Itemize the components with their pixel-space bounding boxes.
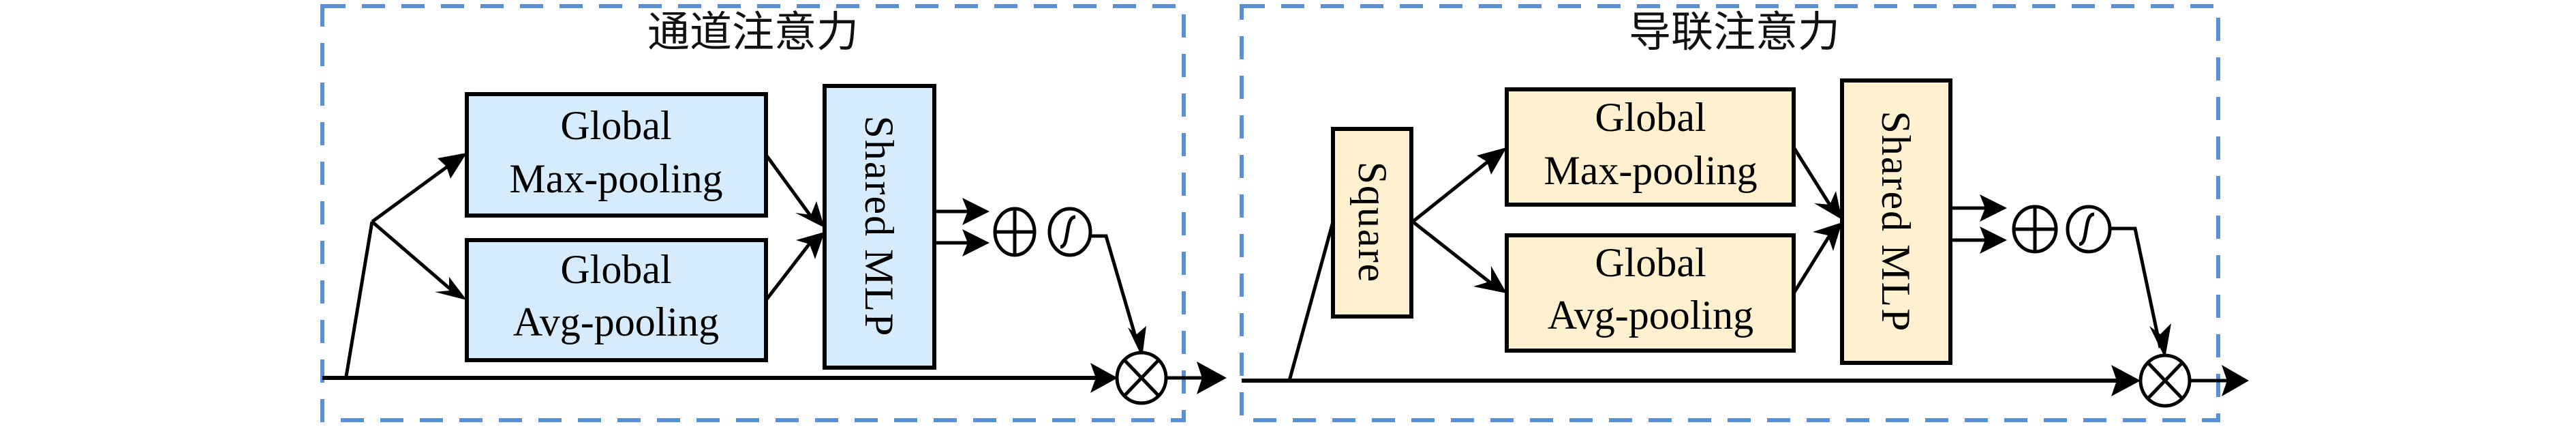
channel-avg-pool-line2: Avg-pooling	[513, 299, 719, 344]
channel-arrowhead-mlp-top	[795, 201, 825, 228]
channel-max-pool-block	[465, 92, 768, 218]
channel-avg-pool-line1: Global	[560, 247, 671, 292]
lead-sigmoid-icon	[2066, 205, 2112, 254]
channel-max-pool-line1: Global	[560, 103, 671, 148]
channel-branch-to-max	[371, 160, 455, 224]
channel-avg-to-mlp	[765, 239, 814, 301]
lead-shared-mlp-block	[1840, 78, 1952, 365]
lead-avg-pool-line2: Avg-pooling	[1548, 293, 1753, 338]
lead-arrowhead-add-1	[1980, 194, 2007, 222]
lead-square-label: Square	[1350, 162, 1395, 284]
channel-sigmoid-to-mul	[1090, 234, 1139, 342]
channel-branch-stem	[344, 221, 374, 377]
channel-attention-panel: 通道注意力 Global Max-pooling Global Avg-pool…	[320, 4, 1227, 422]
lead-arrowhead-mlp-bottom	[1813, 222, 1842, 251]
lead-sigmoid-to-mul	[2110, 226, 2162, 349]
channel-sigmoid-icon	[1047, 207, 1092, 257]
lead-attention-panel: 导联注意力 Square Global Max-pooling Global A…	[1240, 4, 2249, 422]
channel-output-arrowhead	[1197, 362, 1227, 394]
lead-branch-to-avg	[1411, 220, 1497, 288]
channel-arrowhead-mlp-bottom	[796, 232, 825, 259]
channel-multiply-icon	[1115, 351, 1168, 405]
lead-avg-to-mlp	[1792, 231, 1834, 295]
lead-max-pool-line1: Global	[1595, 95, 1706, 140]
channel-avg-pool-block	[465, 238, 768, 362]
channel-branch-to-avg	[371, 220, 457, 295]
lead-add-icon	[2012, 205, 2058, 254]
channel-shared-mlp-label: Shared MLP	[857, 116, 902, 338]
lead-arrowhead-add-2	[1980, 226, 2007, 254]
channel-add-icon	[993, 207, 1037, 257]
channel-max-to-mlp	[764, 153, 814, 220]
channel-panel-title: 通道注意力	[647, 7, 859, 57]
channel-shared-mlp-block	[823, 84, 936, 370]
lead-panel-title: 导联注意力	[1629, 7, 1840, 57]
channel-arrowhead-max	[438, 153, 467, 179]
channel-arrowhead-mul	[1128, 326, 1146, 357]
channel-max-pool-line2: Max-pooling	[509, 156, 722, 201]
lead-square-block	[1331, 127, 1413, 319]
channel-arrowhead-avg	[435, 277, 467, 300]
lead-arrowhead-mul	[2149, 323, 2171, 358]
lead-arrowhead-avg	[1473, 266, 1507, 293]
channel-input-arrowhead	[1090, 363, 1118, 393]
channel-arrowhead-add-2	[962, 229, 990, 256]
lead-avg-pool-line1: Global	[1595, 240, 1706, 285]
lead-input-arrowhead	[2111, 365, 2141, 396]
channel-panel-border	[320, 4, 1186, 422]
lead-shared-mlp-label: Shared MLP	[1873, 111, 1918, 333]
lead-panel-border	[1240, 4, 2220, 422]
lead-arrowhead-max	[1477, 147, 1507, 175]
lead-max-pool-block	[1505, 87, 1796, 207]
lead-multiply-icon	[2138, 353, 2192, 408]
lead-max-to-mlp	[1792, 146, 1834, 209]
lead-arrowhead-mlp-top	[1814, 191, 1842, 220]
lead-max-pool-line2: Max-pooling	[1544, 148, 1757, 193]
lead-stem-to-square	[1287, 221, 1335, 381]
lead-avg-pool-block	[1505, 233, 1796, 353]
lead-output-arrowhead	[2222, 365, 2249, 396]
lead-branch-to-max	[1411, 156, 1495, 223]
channel-arrowhead-add-1	[962, 198, 990, 225]
